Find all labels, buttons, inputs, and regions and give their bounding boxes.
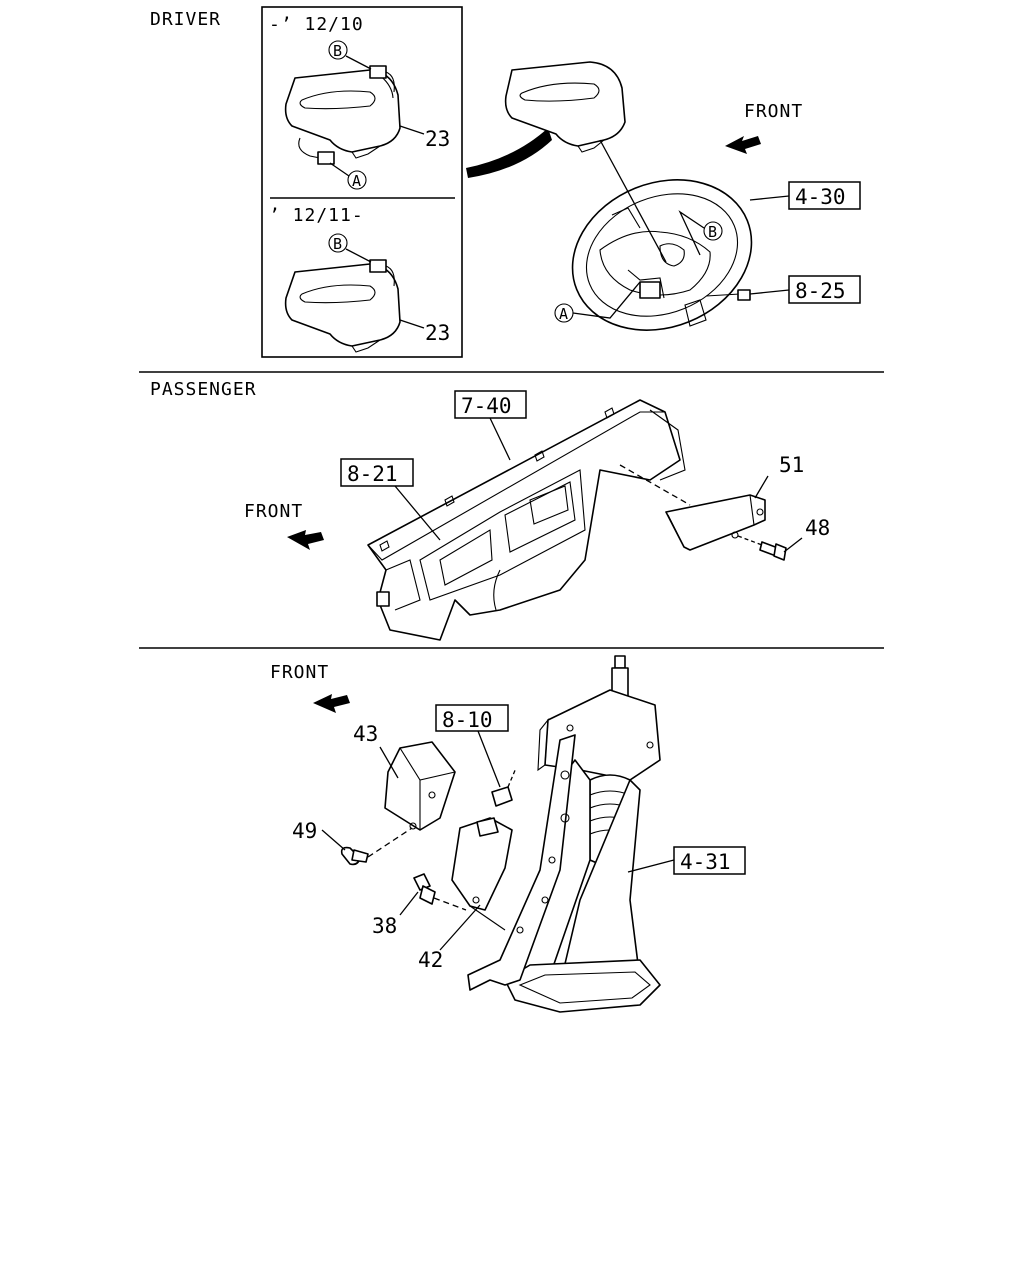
wheel-conn-b-label: B <box>708 223 717 241</box>
driver-section-label: DRIVER <box>150 9 221 30</box>
bolt-49: 49 <box>292 819 413 866</box>
callout-49: 49 <box>292 819 317 843</box>
ref-8-25-text: 8-25 <box>795 279 846 303</box>
passenger-airbag-module: 51 <box>665 453 804 551</box>
passenger-front-label: FRONT <box>244 501 303 522</box>
ref-box-8-21 <box>340 458 414 487</box>
sensor-front-arrow <box>313 694 350 713</box>
ref-box-8-10 <box>435 704 509 732</box>
ref-box-4-30 <box>788 181 861 210</box>
install-arrow <box>466 128 552 178</box>
callout-42: 42 <box>418 948 443 972</box>
sensor-front-label: FRONT <box>270 662 329 683</box>
conn-a-top-label: A <box>352 172 361 190</box>
ref-box-8-25 <box>788 275 861 304</box>
driver-section: DRIVER -’ 12/10 ’ 12/11- B A 23 <box>150 6 861 358</box>
conn-b-bottom-label: B <box>333 235 342 253</box>
callout-38: 38 <box>372 914 397 938</box>
passenger-section-label: PASSENGER <box>150 379 257 400</box>
ref-8-10-text: 8-10 <box>442 708 493 732</box>
ref-8-21-text: 8-21 <box>347 462 398 486</box>
ref-4-31-text: 4-31 <box>680 850 731 874</box>
driver-airbag-pad-main <box>504 61 626 153</box>
steering-wheel: B A <box>554 139 753 331</box>
bolt-48: 48 <box>737 516 830 561</box>
ref-7-40-text: 7-40 <box>461 394 512 418</box>
bracket-42: 42 <box>418 817 513 972</box>
driver-airbag-pad-top: B A 23 <box>284 40 450 190</box>
callout-23-top: 23 <box>425 127 450 151</box>
bracket-cover-43: 43 <box>353 722 456 831</box>
callout-23-bottom: 23 <box>425 321 450 345</box>
passenger-front-arrow <box>287 530 324 550</box>
conn-b-top-label: B <box>333 42 342 60</box>
driver-airbag-pad-bottom: B 23 <box>284 233 450 353</box>
airbag-install-leader <box>619 464 691 506</box>
bolt-38: 38 <box>372 873 467 938</box>
callout-43: 43 <box>353 722 378 746</box>
steering-column <box>467 655 661 1013</box>
sensor-unit-8-10: 8-10 <box>435 704 517 807</box>
driver-inset-frame <box>261 6 463 358</box>
inset-top-range: -’ 12/10 <box>269 14 364 35</box>
driver-front-label: FRONT <box>744 101 803 122</box>
dashboard-panel <box>367 399 686 641</box>
callout-51: 51 <box>779 453 804 477</box>
sensor-section: FRONT <box>270 655 746 1013</box>
inset-bottom-range: ’ 12/11- <box>269 205 364 226</box>
passenger-section: PASSENGER 51 <box>150 379 830 641</box>
callout-48: 48 <box>805 516 830 540</box>
ref-box-7-40 <box>454 390 527 419</box>
wheel-conn-a-label: A <box>559 305 568 323</box>
ref-box-4-31 <box>673 846 746 875</box>
driver-front-arrow <box>725 136 761 154</box>
ref-4-30-text: 4-30 <box>795 185 846 209</box>
